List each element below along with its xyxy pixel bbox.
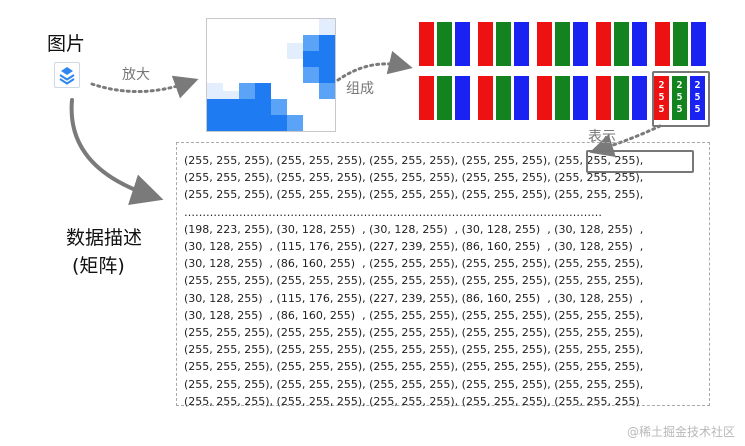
image-pixel <box>319 67 335 83</box>
green-channel-bar <box>555 76 570 120</box>
rgb-pixel <box>537 76 592 120</box>
pixel-highlight-box <box>652 71 710 127</box>
image-pixel <box>255 99 271 115</box>
rgb-pixel <box>419 22 474 66</box>
red-channel-bar <box>596 22 611 66</box>
matrix-row: (255, 255, 255), (255, 255, 255), (255, … <box>184 326 644 340</box>
red-channel-bar <box>478 22 493 66</box>
rgb-pixel <box>478 22 533 66</box>
watermark: @稀土掘金技术社区 <box>626 425 735 439</box>
image-pixel <box>223 115 239 131</box>
represent-label: 表示 <box>588 129 616 145</box>
image-pixel <box>239 83 255 99</box>
green-channel-bar <box>673 22 688 66</box>
rgb-pixel <box>478 76 533 120</box>
image-pixel <box>223 99 239 115</box>
matrix-row: (255, 255, 255), (255, 255, 255), (255, … <box>184 343 644 357</box>
blue-channel-bar <box>632 76 647 120</box>
image-pixel <box>255 115 271 131</box>
image-pixel <box>319 19 335 35</box>
blue-channel-bar <box>455 76 470 120</box>
matrix-row: (198, 223, 255), (30, 128, 255) , (30, 1… <box>184 222 644 236</box>
image-pixel <box>207 115 223 131</box>
image-pixel <box>319 35 335 51</box>
image-pixel <box>287 43 303 59</box>
image-pixel <box>303 51 319 67</box>
compose-arrow <box>336 50 413 82</box>
image-pixel <box>207 99 223 115</box>
matrix-row: (30, 128, 255) , (86, 160, 255) , (255, … <box>184 308 644 322</box>
matrix-row: (255, 255, 255), (255, 255, 255), (255, … <box>184 188 644 202</box>
red-channel-bar <box>419 22 434 66</box>
pixel-detail: 2 5 5 2 5 5 2 5 5 <box>654 76 709 120</box>
matrix-highlight-box <box>586 150 694 173</box>
blue-channel-bar <box>573 76 588 120</box>
image-pixel <box>271 99 287 115</box>
image-pixel <box>271 115 287 131</box>
image-pixel <box>303 67 319 83</box>
matrix-row: (30, 128, 255) , (115, 176, 255), (227, … <box>184 240 644 254</box>
data-subtitle: (矩阵) <box>72 255 125 277</box>
blue-channel-bar <box>455 22 470 66</box>
blue-channel-bar <box>691 22 706 66</box>
image-pixel <box>319 83 335 99</box>
image-title: 图片 <box>47 33 86 55</box>
rgb-pixel <box>537 22 592 66</box>
image-pixel <box>303 35 319 51</box>
green-channel-bar: 2 5 5 <box>672 76 687 120</box>
red-channel-bar: 2 5 5 <box>654 76 669 120</box>
image-pixel <box>239 99 255 115</box>
blue-channel-bar <box>514 76 529 120</box>
matrix-row: (255, 255, 255), (255, 255, 255), (255, … <box>184 377 644 391</box>
zoom-arrow <box>90 75 199 99</box>
green-channel-value: 2 5 5 <box>676 80 683 115</box>
green-channel-bar <box>496 22 511 66</box>
red-channel-bar <box>655 22 670 66</box>
red-channel-bar <box>537 22 552 66</box>
blue-channel-bar <box>514 22 529 66</box>
rgb-pixel <box>655 22 710 66</box>
green-channel-bar <box>614 76 629 120</box>
rgb-pixel <box>596 22 651 66</box>
red-channel-bar <box>478 76 493 120</box>
red-channel-bar <box>596 76 611 120</box>
image-pixel <box>319 51 335 67</box>
matrix-row: (255, 255, 255), (255, 255, 255), (255, … <box>184 274 644 288</box>
matrix-box <box>176 142 710 406</box>
green-channel-bar <box>614 22 629 66</box>
red-channel-bar <box>419 76 434 120</box>
rgb-pixel <box>596 76 651 120</box>
zoomed-image <box>206 18 336 132</box>
blue-channel-value: 2 5 5 <box>694 80 701 115</box>
data-arrow <box>69 98 164 206</box>
layers-chevron-icon <box>54 62 80 88</box>
matrix-row: (30, 128, 255) , (86, 160, 255) , (255, … <box>184 257 644 271</box>
blue-channel-bar <box>632 22 647 66</box>
image-pixel <box>239 115 255 131</box>
matrix-row: (255, 255, 255), (255, 255, 255), (255, … <box>184 171 644 185</box>
matrix-row: …………………………………………………………………………………………………… <box>184 205 602 219</box>
matrix-row: (255, 255, 255), (255, 255, 255), (255, … <box>184 154 644 167</box>
green-channel-bar <box>555 22 570 66</box>
matrix-row: (255, 255, 255), (255, 255, 255), (255, … <box>184 360 644 374</box>
red-channel-bar <box>537 76 552 120</box>
matrix-text: (255, 255, 255), (255, 255, 255), (255, … <box>184 152 704 410</box>
blue-channel-bar <box>573 22 588 66</box>
represent-arrow <box>589 124 662 157</box>
image-pixel <box>255 83 271 99</box>
image-pixel <box>207 83 223 99</box>
data-title: 数据描述 <box>66 227 143 249</box>
green-channel-bar <box>437 22 452 66</box>
compose-label: 组成 <box>346 81 374 97</box>
blue-channel-bar: 2 5 5 <box>690 76 705 120</box>
image-pixel <box>287 115 303 131</box>
green-channel-bar <box>496 76 511 120</box>
zoom-label: 放大 <box>122 67 150 83</box>
rgb-pixel <box>419 76 474 120</box>
red-channel-value: 2 5 5 <box>658 80 665 115</box>
green-channel-bar <box>437 76 452 120</box>
matrix-row: (30, 128, 255) , (115, 176, 255), (227, … <box>184 291 644 305</box>
matrix-row: (255, 255, 255), (255, 255, 255), (255, … <box>184 394 640 408</box>
